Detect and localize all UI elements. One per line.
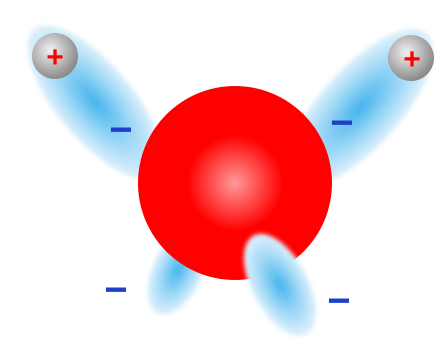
upper-left-minus-sign: − bbox=[109, 108, 132, 152]
left-proton: + bbox=[32, 33, 78, 79]
right-proton: + bbox=[388, 35, 434, 81]
lower-right-minus-sign: − bbox=[327, 279, 350, 323]
left-proton-plus-sign: + bbox=[46, 41, 64, 74]
right-proton-plus-sign: + bbox=[403, 43, 421, 76]
lower-left-minus-sign: − bbox=[104, 268, 127, 312]
central-atom-sphere bbox=[138, 86, 332, 280]
upper-right-minus-sign: − bbox=[330, 101, 353, 145]
